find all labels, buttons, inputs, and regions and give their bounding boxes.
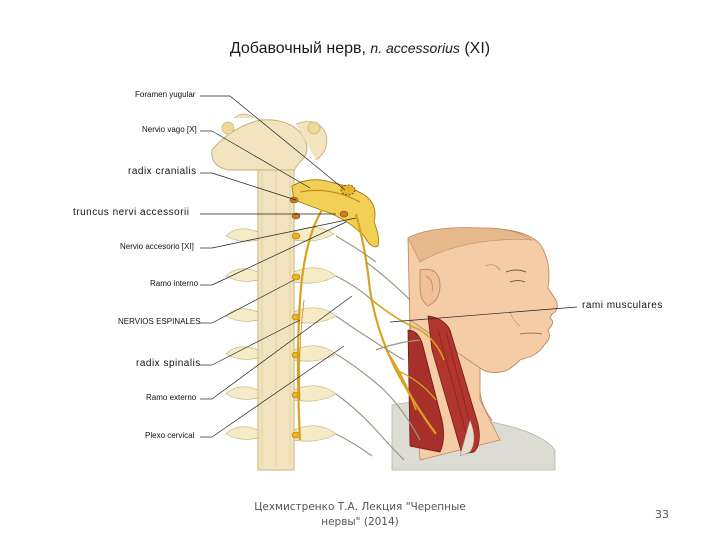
spinal-roots xyxy=(225,227,337,442)
label-foramen-yugular: Foramen yugular xyxy=(135,90,196,99)
sternocleidomastoid-muscle xyxy=(427,315,480,455)
slide-title: Добавочный нерв, n. accessorius (XI) xyxy=(0,40,720,58)
leader-lines xyxy=(200,95,578,438)
label-nervios-espinales: NERVIOS ESPINALES xyxy=(118,317,201,326)
label-truncus-nervi-accessorii: truncus nervi accessorii xyxy=(73,207,190,218)
ear xyxy=(419,268,441,307)
hair xyxy=(407,227,534,263)
brainstem xyxy=(211,119,308,171)
label-nervio-accesorio: Nervio accesorio [XI] xyxy=(120,242,194,251)
trapezius-muscle xyxy=(407,329,444,453)
label-ramo-externo: Ramo externo xyxy=(146,393,197,402)
label-radix-spinalis: radix spinalis xyxy=(136,358,201,369)
spinal-root-nerve xyxy=(296,209,323,441)
title-russian: Добавочный нерв, xyxy=(229,40,371,57)
accessory-nerve-trunk xyxy=(354,213,437,435)
page-number: 33 xyxy=(655,508,669,521)
nerve-branch-trapezius xyxy=(385,349,417,411)
label-nervio-vago: Nervio vago [X] xyxy=(142,125,197,134)
label-radix-cranialis: radix cranialis xyxy=(128,166,197,177)
foramen-marker xyxy=(340,184,356,196)
nerve-branch-scm xyxy=(371,299,445,361)
label-ramo-interno: Ramo interno xyxy=(150,279,199,288)
label-plexo-cervical: Plexo cervical xyxy=(145,431,195,440)
cervical-plexus xyxy=(335,235,421,461)
title-latin: n. accessorius xyxy=(370,40,460,56)
footer-credit: Цехмистренко Т.А. Лекция "Черепные нервы… xyxy=(254,501,466,528)
title-number: (XI) xyxy=(459,40,491,57)
spinal-segments xyxy=(261,170,291,466)
label-rami-musculares: rami musculares xyxy=(582,300,663,311)
